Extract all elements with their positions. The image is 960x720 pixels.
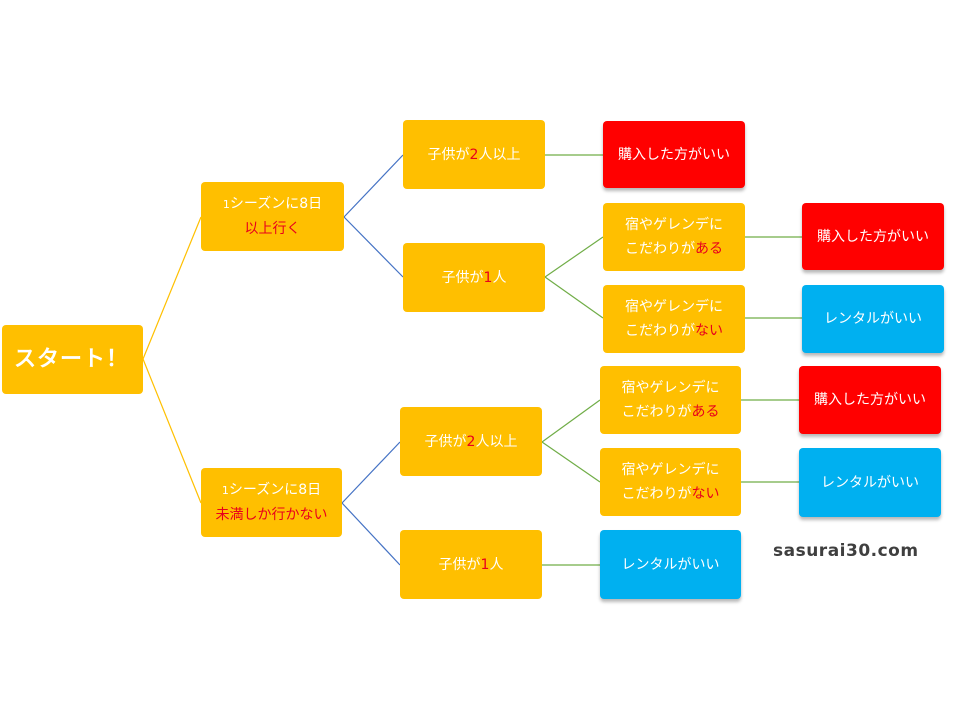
branch-b-node: 1シーズンに8日 未満しか行かない bbox=[201, 468, 342, 537]
connector-b-to-many bbox=[341, 441, 401, 504]
a-no-result-label: レンタルがいい bbox=[824, 311, 922, 327]
branch-a-line1: 1シーズンに8日 bbox=[223, 192, 322, 217]
a-child-many-prefix: 子供が bbox=[427, 146, 470, 163]
a-cond-yes-line2-prefix: こだわりが bbox=[625, 241, 695, 257]
connector-start-to-branch-a bbox=[142, 216, 202, 360]
a-child-many-highlight: 2 bbox=[469, 146, 479, 163]
b-one-result-rent: レンタルがいい bbox=[600, 530, 741, 599]
a-child-one-node: 子供が1人 bbox=[403, 243, 545, 312]
b-cond-yes-line1: 宿やゲレンデに bbox=[621, 380, 720, 396]
branch-b-line2: 未満しか行かない bbox=[215, 507, 328, 523]
branch-a-num: 1 bbox=[222, 198, 230, 211]
a-no-result-rent: レンタルがいい bbox=[802, 285, 944, 353]
branch-b-line1-text: シーズンに8日 bbox=[228, 482, 322, 498]
b-one-result-label: レンタルがいい bbox=[621, 556, 720, 573]
connector-a-one-to-yes bbox=[544, 236, 604, 278]
b-child-one-prefix: 子供が bbox=[438, 556, 481, 573]
connector-b-to-one bbox=[341, 502, 401, 566]
branch-a-line1-text: シーズンに8日 bbox=[229, 196, 323, 212]
b-child-one-suffix: 人 bbox=[489, 556, 504, 573]
watermark-text: sasurai30.com bbox=[773, 541, 919, 561]
connector-a-to-one bbox=[343, 216, 404, 278]
a-many-result-buy: 購入した方がいい bbox=[603, 121, 745, 188]
b-child-one-highlight: 1 bbox=[480, 556, 490, 573]
b-cond-no-line2-prefix: こだわりが bbox=[621, 486, 692, 502]
b-cond-no-line2-highlight: ない bbox=[691, 486, 720, 502]
a-child-one-highlight: 1 bbox=[483, 269, 493, 286]
start-node: スタート！ bbox=[2, 325, 143, 394]
connector-b-many-to-yes bbox=[541, 399, 601, 443]
a-cond-no-line2-highlight: ない bbox=[695, 323, 723, 339]
b-child-many-prefix: 子供が bbox=[424, 433, 467, 450]
a-many-result-label: 購入した方がいい bbox=[618, 146, 730, 163]
b-child-one-node: 子供が1人 bbox=[400, 530, 542, 599]
a-yes-result-label: 購入した方がいい bbox=[817, 228, 929, 245]
branch-b-num: 1 bbox=[221, 484, 229, 497]
branch-a-line2: 以上行く bbox=[244, 221, 301, 237]
b-cond-no-node: 宿やゲレンデに こだわりがない bbox=[600, 448, 741, 516]
b-child-many-suffix: 人以上 bbox=[475, 433, 518, 450]
connector-b-many-to-no bbox=[541, 441, 601, 483]
a-child-one-suffix: 人 bbox=[492, 269, 507, 286]
a-cond-no-line1: 宿やゲレンデに bbox=[625, 299, 723, 315]
a-child-one-prefix: 子供が bbox=[441, 269, 484, 286]
a-child-many-node: 子供が2人以上 bbox=[403, 120, 545, 189]
b-no-result-rent: レンタルがいい bbox=[799, 448, 941, 517]
a-cond-yes-node: 宿やゲレンデに こだわりがある bbox=[603, 203, 745, 271]
branch-b-line1: 1シーズンに8日 bbox=[216, 478, 328, 503]
a-cond-yes-line2-highlight: ある bbox=[695, 241, 723, 257]
b-cond-yes-node: 宿やゲレンデに こだわりがある bbox=[600, 366, 741, 434]
a-yes-result-buy: 購入した方がいい bbox=[802, 203, 944, 270]
a-child-many-suffix: 人以上 bbox=[478, 146, 521, 163]
connector-a-to-many bbox=[343, 154, 404, 218]
b-cond-yes-line2-prefix: こだわりが bbox=[621, 404, 692, 420]
a-cond-no-line2-prefix: こだわりが bbox=[625, 323, 695, 339]
connector-start-to-branch-b bbox=[142, 358, 202, 504]
connector-a-one-to-no bbox=[544, 276, 604, 319]
branch-a-node: 1シーズンに8日 以上行く bbox=[201, 182, 344, 251]
b-yes-result-label: 購入した方がいい bbox=[814, 392, 926, 408]
a-cond-yes-line1: 宿やゲレンデに bbox=[625, 217, 723, 233]
b-no-result-label: レンタルがいい bbox=[821, 474, 919, 491]
a-cond-no-node: 宿やゲレンデに こだわりがない bbox=[603, 285, 745, 353]
b-child-many-highlight: 2 bbox=[466, 433, 476, 450]
start-label: スタート！ bbox=[14, 346, 130, 372]
b-cond-no-line1: 宿やゲレンデに bbox=[621, 462, 720, 478]
b-yes-result-buy: 購入した方がいい bbox=[799, 366, 941, 434]
b-cond-yes-line2-highlight: ある bbox=[691, 404, 720, 420]
b-child-many-node: 子供が2人以上 bbox=[400, 407, 542, 476]
